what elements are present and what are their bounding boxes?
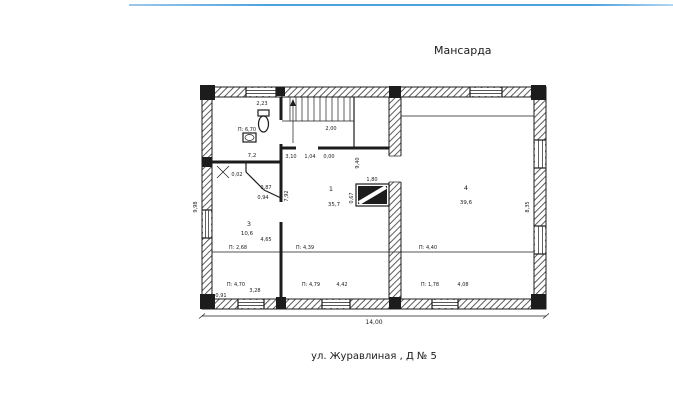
dim-0-67: 0,67 xyxy=(349,192,355,203)
dim-2-00: 2,00 xyxy=(325,126,336,132)
room-bath-area: 7,2 xyxy=(248,153,257,159)
dim-3-28: 3,28 xyxy=(249,288,260,294)
window-bottom-2 xyxy=(321,299,351,309)
vent-shaft-icon xyxy=(216,165,230,179)
ceiling-height-lines xyxy=(212,115,534,253)
room-4-area: 39,6 xyxy=(460,200,473,206)
dim-0-91: 0,91 xyxy=(215,293,226,299)
window-right-2 xyxy=(534,225,546,255)
dim-4-65: 4,65 xyxy=(260,237,271,243)
wall-junction-blocks xyxy=(200,85,546,309)
dim-p-4-79: П: 4,79 xyxy=(302,282,320,288)
dimension-line-bottom xyxy=(198,313,550,319)
top-divider-line xyxy=(129,4,673,6)
window-bottom-1 xyxy=(237,299,265,309)
vent-area: 0,02 xyxy=(231,172,242,178)
window-left-1 xyxy=(202,209,212,239)
dim-height-left: 9,98 xyxy=(193,201,199,212)
room-1-number: 1 xyxy=(329,185,333,193)
chimney-flue xyxy=(355,183,390,207)
dim-p-4-70: П: 4,70 xyxy=(227,282,245,288)
window-top-2 xyxy=(469,87,503,97)
dim-4-42: 4,42 xyxy=(336,282,347,288)
room-1-area: 35,7 xyxy=(328,202,341,208)
toilet-icon xyxy=(257,109,270,133)
dim-1-04: 1,04 xyxy=(304,154,315,160)
dim-4-08: 4,08 xyxy=(457,282,468,288)
dim-0-87: 0,87 xyxy=(260,185,271,191)
room-4-number: 4 xyxy=(464,184,468,192)
room-3-number: 3 xyxy=(247,220,251,228)
window-right-1 xyxy=(534,139,546,169)
dim-0-94: 0,94 xyxy=(257,195,268,201)
stairs-up-arrow-icon xyxy=(290,99,296,143)
main-partition-wall xyxy=(388,96,402,300)
floorplan-labels: 2,23 П: 6,70 2,00 7,2 3,10 1,04 0,00 0,02 0,87 0,… xyxy=(193,101,531,326)
angled-closet-wall xyxy=(245,171,265,191)
address-caption: ул. Журавлиная , Д № 5 xyxy=(311,351,437,362)
bathroom-fixtures xyxy=(216,109,270,179)
dim-p-1-78: П: 1,78 xyxy=(421,282,439,288)
window-bottom-3 xyxy=(431,299,459,309)
door-opening xyxy=(388,156,402,182)
dim-7-92: 7,92 xyxy=(284,190,290,201)
dim-9-40: 9,40 xyxy=(355,157,361,168)
dim-p-4-40: П: 4,40 xyxy=(419,245,437,251)
dim-overall-width: 14,00 xyxy=(365,319,382,326)
sink-icon xyxy=(242,132,257,143)
dim-height-right: 8,35 xyxy=(525,201,531,212)
dim-p-6-70: П: 6,70 xyxy=(238,127,256,133)
dim-p-2-68: П: 2,68 xyxy=(229,245,247,251)
window-top-1 xyxy=(245,87,277,97)
staircase xyxy=(282,97,354,143)
plan-title: Мансарда xyxy=(434,44,492,57)
room-3-area: 10,6 xyxy=(241,231,254,237)
interior-walls xyxy=(212,96,402,300)
dim-0-00: 0,00 xyxy=(323,154,334,160)
dim-window-top: 2,23 xyxy=(256,101,267,107)
dim-flue-width: 1,80 xyxy=(366,177,377,183)
dim-p-4-39: П: 4,39 xyxy=(296,245,314,251)
dim-3-10: 3,10 xyxy=(285,154,296,160)
